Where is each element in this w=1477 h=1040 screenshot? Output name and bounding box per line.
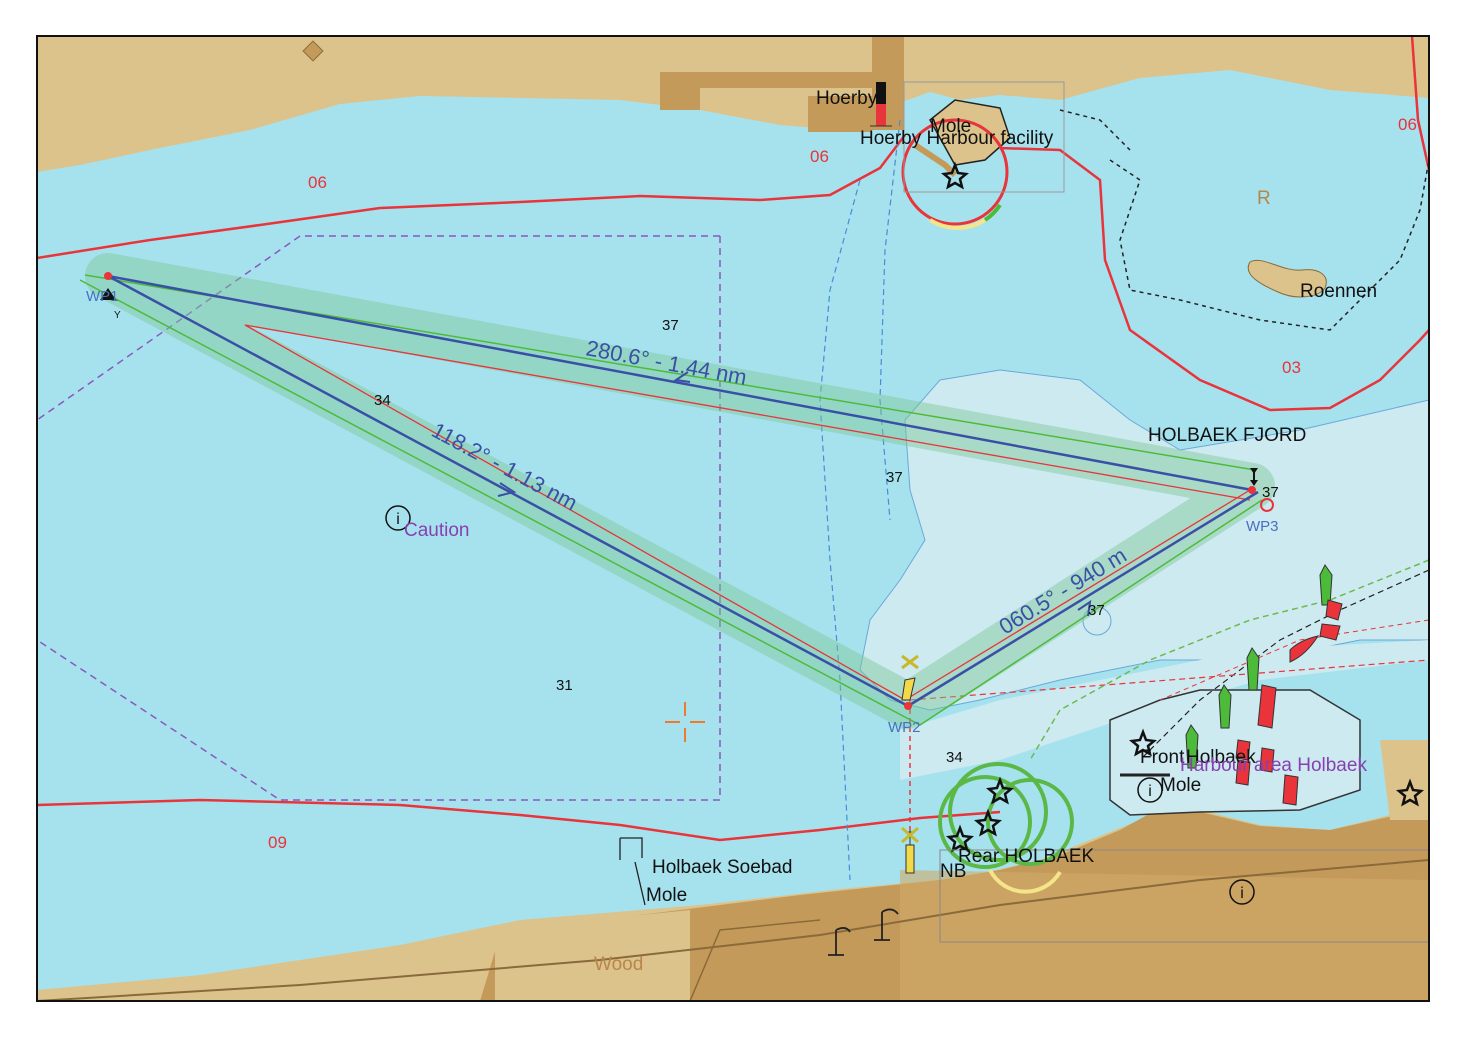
label-caution: Caution xyxy=(404,520,470,541)
light-range-1 xyxy=(948,762,1048,862)
inset-box-top xyxy=(903,81,1065,193)
waypoint-2-label: WP2 xyxy=(888,719,921,736)
sounding: 37 xyxy=(1262,484,1279,501)
svg-text:Y: Y xyxy=(114,310,121,321)
red-buoys[interactable] xyxy=(1235,599,1343,806)
waypoint-3-ring xyxy=(1260,498,1274,512)
label-wood: Wood xyxy=(594,954,643,975)
contour-06-north xyxy=(37,134,906,260)
label-hoerby: Hoerby xyxy=(816,88,878,109)
label-hoerby-facility: Hoerby Harbour facility xyxy=(860,128,1054,149)
beacon-icon[interactable] xyxy=(870,82,892,127)
sounding: 34 xyxy=(946,749,963,766)
info-icon[interactable]: i i i xyxy=(385,505,1255,905)
label-mole-right: Mole xyxy=(1160,775,1201,796)
cursor-icon[interactable] xyxy=(665,702,705,742)
svg-text:i: i xyxy=(1240,885,1244,902)
contour-09 xyxy=(37,798,1001,842)
sounding: 34 xyxy=(374,392,391,409)
route-leg-2[interactable] xyxy=(107,274,909,708)
land-north xyxy=(37,36,1429,172)
contour-label: 06 xyxy=(1398,115,1417,134)
waypoint-1-label: WP1 xyxy=(86,288,119,305)
shallow-water-harbour xyxy=(900,640,1429,780)
land-mark xyxy=(302,40,324,62)
contour-label: 03 xyxy=(1282,358,1301,377)
wp3-topmark xyxy=(1250,468,1258,474)
chart-border xyxy=(36,35,1430,1002)
leg-1-arrow xyxy=(673,371,691,383)
label-r: R xyxy=(1257,188,1271,209)
route-leg-3[interactable] xyxy=(907,490,1259,708)
waypoint-2[interactable] xyxy=(904,702,912,710)
chart-area: Y i i i Hoerby Hoerby Harbour facility M… xyxy=(37,36,1429,1001)
svg-text:i: i xyxy=(396,511,400,528)
label-harbour-area: Harbour area Holbaek xyxy=(1180,755,1367,776)
sector-line xyxy=(1159,619,1429,701)
label-front: Front xyxy=(1140,747,1185,768)
label-mole-bottom: Mole xyxy=(646,885,687,906)
contour-label: 06 xyxy=(308,173,327,192)
light-sector-circle xyxy=(901,118,1009,226)
caution-area-boundary xyxy=(37,235,721,801)
label-rear-holbaek: Rear HOLBAEK xyxy=(958,846,1095,867)
light-range-2 xyxy=(938,775,1032,869)
leg-2-arrow xyxy=(497,482,517,497)
road-2 xyxy=(689,919,821,1001)
contour-06-east xyxy=(1410,36,1429,171)
town-area xyxy=(900,870,1429,1001)
inset-box xyxy=(939,849,1429,943)
light-range-3 xyxy=(986,778,1074,866)
label-roennen: Roennen xyxy=(1300,281,1377,302)
light-sector-green xyxy=(983,203,1002,222)
green-buoys[interactable] xyxy=(1185,564,1333,769)
label-holbaek-small: Holbaek xyxy=(1186,747,1256,768)
light-sector-white xyxy=(928,218,987,230)
island-roennen xyxy=(1247,259,1327,298)
contour-label: 09 xyxy=(268,833,287,852)
light-icon[interactable] xyxy=(940,161,1425,853)
anchor-icon xyxy=(828,908,899,956)
label-mole-top: Mole xyxy=(930,116,971,137)
svg-text:i: i xyxy=(1148,783,1152,800)
leg-3-arrow xyxy=(1077,599,1092,617)
label-nb: NB xyxy=(940,861,966,882)
route-leg-1[interactable] xyxy=(107,274,1253,492)
sounding: 37 xyxy=(662,317,679,334)
leading-line-black xyxy=(1139,569,1429,761)
leading-line-red xyxy=(909,659,1429,701)
dotted-boundary-2 xyxy=(1059,109,1131,151)
label-fjord: HOLBAEK FJORD xyxy=(1148,425,1306,446)
channel-limit-east xyxy=(879,119,901,521)
sounding: 31 xyxy=(556,677,573,694)
built-up-block xyxy=(808,96,872,132)
road xyxy=(37,859,1429,1001)
built-up-road xyxy=(660,72,872,110)
wp3-topmark-2 xyxy=(1250,480,1258,486)
label-soebad: Holbaek Soebad xyxy=(652,857,793,878)
sounding: 37 xyxy=(1088,602,1105,619)
dotted-boundary xyxy=(1109,159,1429,331)
contour-03 xyxy=(999,146,1429,412)
waypoint-3-label: WP3 xyxy=(1246,518,1279,535)
wreck-icon: Y xyxy=(100,288,121,321)
waypoint-3[interactable] xyxy=(1248,486,1256,494)
leading-line-green xyxy=(1029,559,1429,761)
mole-structure xyxy=(619,837,646,906)
light-sector-white-2 xyxy=(988,869,1062,894)
channel-limit-west xyxy=(819,179,861,881)
buoy-icon[interactable] xyxy=(901,654,919,874)
sounding: 37 xyxy=(886,469,903,486)
contour-label: 06 xyxy=(810,147,829,166)
waypoint-1[interactable] xyxy=(104,272,112,280)
wood-area xyxy=(495,910,690,1001)
